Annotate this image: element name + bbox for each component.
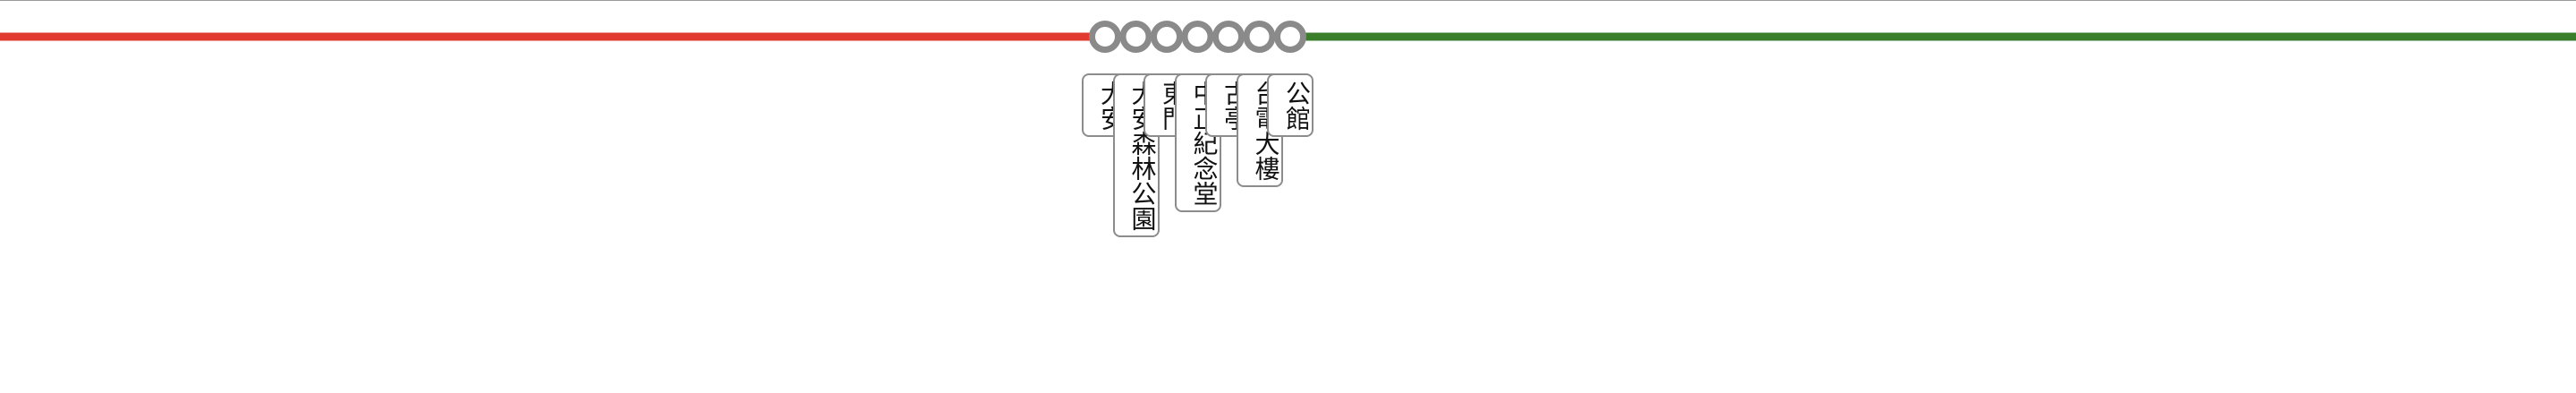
station-marker-5[interactable] (1212, 21, 1245, 53)
station-marker-7[interactable] (1274, 21, 1306, 53)
station-label-7[interactable]: 公館 (1267, 73, 1314, 137)
station-label-2[interactable]: 大安森林公園 (1112, 73, 1160, 237)
station-marker-3[interactable] (1151, 21, 1183, 53)
station-marker-2[interactable] (1119, 21, 1152, 53)
station-marker-1[interactable] (1089, 21, 1121, 53)
station-marker-6[interactable] (1243, 21, 1276, 53)
station-markers (1089, 21, 1306, 53)
station-marker-4[interactable] (1181, 21, 1214, 53)
